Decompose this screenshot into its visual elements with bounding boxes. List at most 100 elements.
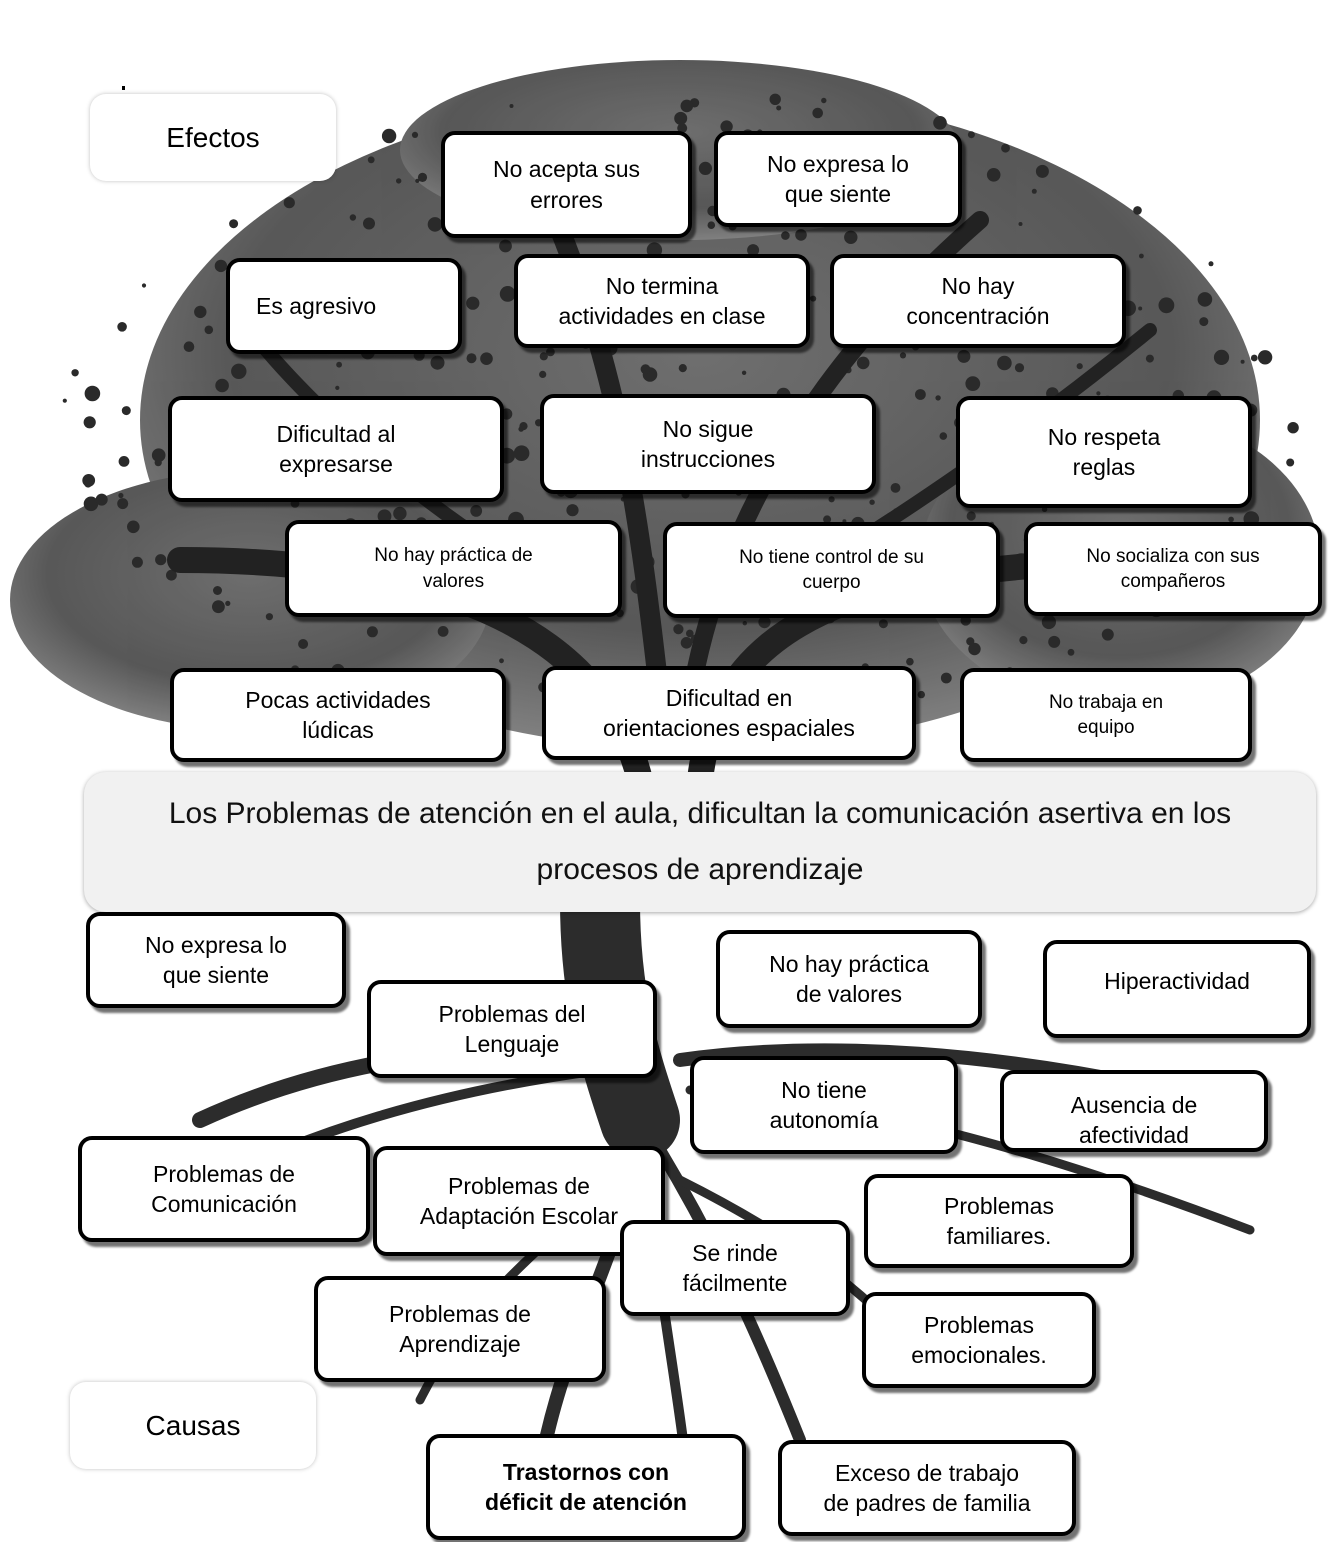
leaf-dot xyxy=(546,347,555,357)
leaf-dot xyxy=(640,364,651,375)
leaf-dot xyxy=(415,178,420,183)
effect-box: No socializa con sus compañeros xyxy=(1024,522,1322,616)
leaf-dot xyxy=(776,105,782,111)
leaf-dot xyxy=(62,398,67,403)
leaf-dot xyxy=(283,197,295,209)
leaf-dot xyxy=(1019,636,1028,645)
leaf-dot xyxy=(906,657,914,666)
central-problem: Los Problemas de atención en el aula, di… xyxy=(84,772,1316,912)
leaf-dot xyxy=(957,349,971,363)
leaf-dot xyxy=(83,496,99,512)
leaf-dot xyxy=(229,219,239,229)
leaf-dot xyxy=(1031,188,1037,194)
leaf-dot xyxy=(698,161,713,175)
leaf-dot xyxy=(1228,516,1234,523)
effect-box: No hay práctica de valores xyxy=(285,520,622,617)
leaf-dot xyxy=(1076,363,1083,370)
leaf-dot xyxy=(915,389,926,400)
effect-box: Es agresivo xyxy=(226,258,462,354)
leaf-dot xyxy=(1213,349,1230,365)
leaf-dot xyxy=(539,370,547,378)
leaf-dot xyxy=(393,506,407,521)
leaf-dot xyxy=(965,376,981,391)
effect-box: No acepta sus errores xyxy=(441,131,692,238)
leaf-dot xyxy=(1018,222,1023,226)
leaf-dot xyxy=(204,325,214,335)
effect-box: No respeta reglas xyxy=(956,396,1252,508)
leaf-dot xyxy=(935,395,941,401)
effect-box: No expresa lo que siente xyxy=(714,131,962,227)
leaf-dot xyxy=(417,172,428,182)
effect-box: No termina actividades en clase xyxy=(514,254,810,348)
leaf-dot xyxy=(1199,317,1209,327)
leaf-dot xyxy=(71,369,79,377)
leaf-dot xyxy=(141,283,147,288)
effects-label: Efectos xyxy=(90,94,336,181)
leaf-dot xyxy=(539,352,548,361)
effect-box: No hay concentración xyxy=(830,254,1126,348)
effect-box: Dificultad al expresarse xyxy=(168,396,504,502)
leaf-dot xyxy=(117,322,127,332)
leaf-dot xyxy=(84,385,101,402)
leaf-dot xyxy=(1145,354,1154,363)
leaf-dot xyxy=(1048,635,1061,648)
leaf-dot xyxy=(933,116,947,130)
cause-box-main: Trastornos con déficit de atención xyxy=(426,1434,746,1540)
leaf-dot xyxy=(812,107,823,119)
leaf-dot xyxy=(265,613,273,621)
leaf-dot xyxy=(968,642,981,656)
leaf-dot xyxy=(1250,354,1258,362)
effect-box: No tiene control de su cuerpo xyxy=(663,522,1000,618)
leaf-dot xyxy=(518,426,524,432)
leaf-dot xyxy=(183,341,195,353)
leaf-dot xyxy=(844,230,858,244)
leaf-dot xyxy=(127,520,140,534)
leaf-dot xyxy=(118,456,130,467)
leaf-dot xyxy=(194,305,207,319)
leaf-dot xyxy=(856,356,870,370)
cause-box: Problemas de Aprendizaje xyxy=(314,1276,606,1382)
leaf-dot xyxy=(121,406,131,416)
leaf-dot xyxy=(84,479,93,488)
leaf-dot xyxy=(1067,648,1075,656)
leaf-dot xyxy=(212,600,225,614)
leaf-dot xyxy=(1139,253,1144,259)
leaf-dot xyxy=(646,242,663,258)
leaf-dot xyxy=(231,363,247,379)
leaf-dot xyxy=(758,616,771,629)
leaf-dot xyxy=(742,621,747,626)
leaf-dot xyxy=(131,556,143,568)
leaf-dot xyxy=(674,111,688,125)
leaf-dot xyxy=(1158,297,1175,314)
leaf-dot xyxy=(437,626,449,637)
cause-box: Problemas de Adaptación Escolar xyxy=(373,1146,665,1256)
leaf-dot xyxy=(363,217,375,230)
leaf-dot xyxy=(466,353,477,364)
leaf-dot xyxy=(967,131,975,139)
stray-mark xyxy=(122,86,125,90)
leaf-dot xyxy=(499,239,512,253)
leaf-dot xyxy=(680,637,693,649)
effect-box: Pocas actividades lúdicas xyxy=(170,668,506,762)
effect-box: No sigue instrucciones xyxy=(540,394,876,494)
leaf-dot xyxy=(741,370,747,375)
leaf-dot xyxy=(686,629,694,638)
cause-box: Ausencia de afectividad xyxy=(1000,1070,1268,1152)
leaf-dot xyxy=(155,554,167,566)
leaf-dot xyxy=(997,355,1012,371)
leaf-dot xyxy=(1101,628,1114,641)
leaf-dot xyxy=(336,361,342,368)
leaf-dot xyxy=(1208,261,1214,267)
leaf-dot xyxy=(673,624,684,635)
cause-box: Problemas del Lenguaje xyxy=(367,980,657,1078)
effect-box: No trabaja en equipo xyxy=(960,668,1252,762)
cause-box: No expresa lo que siente xyxy=(86,912,346,1008)
leaf-dot xyxy=(214,259,228,273)
leaf-dot xyxy=(821,97,827,104)
leaf-dot xyxy=(966,511,976,521)
leaf-dot xyxy=(1035,164,1049,178)
leaf-dot xyxy=(117,498,129,510)
leaf-dot xyxy=(1041,614,1056,630)
leaf-dot xyxy=(678,364,687,373)
leaf-dot xyxy=(499,286,516,302)
